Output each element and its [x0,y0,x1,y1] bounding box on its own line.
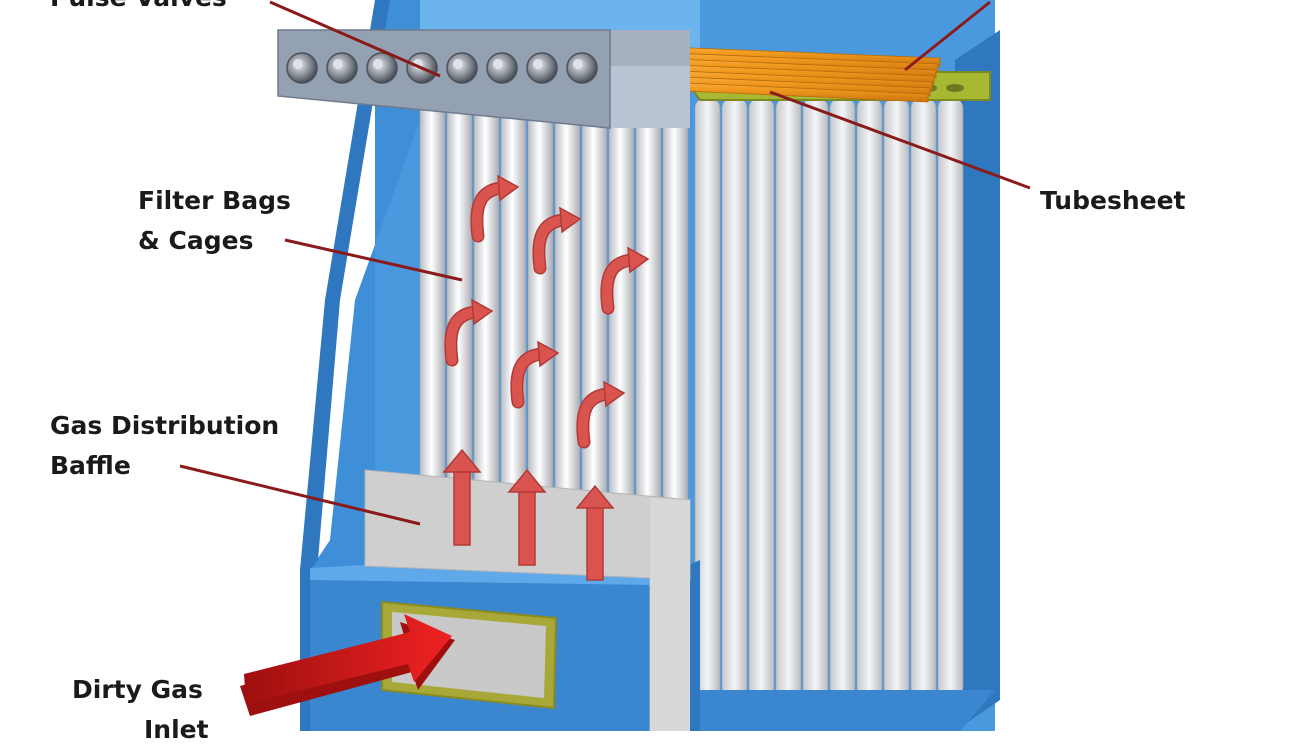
housing-right-wall [955,30,1000,731]
filter-bag [635,94,662,516]
filter-bag [721,97,748,699]
inlet-box-top [310,565,655,585]
pulse-valve-cap [333,59,343,69]
pulse-valve-icon [566,52,598,84]
label-filter-bags-line1: Filter Bags [138,186,291,215]
pulse-valve-cap [493,59,503,69]
flow-arrow [577,389,613,447]
flow-arrow-head [471,298,494,326]
filter-bag [500,94,527,516]
filter-bag [419,94,446,516]
filter-bag [829,97,856,699]
baghouse-diagram: Pulse Valves Filter Bags & Cages Tubeshe… [50,0,1186,744]
flow-arrow [601,255,637,313]
filter-bag [662,94,689,516]
label-filter-bags: Filter Bags & Cages [138,181,291,261]
filter-bags-front-row [419,94,689,516]
label-pulse-valves: Pulse Valves [50,0,227,18]
filter-bag [554,94,581,516]
pulse-valve-cap [373,59,383,69]
filter-bag [856,97,883,699]
pulse-valve-icon [366,52,398,84]
tubesheet-hole [946,84,964,92]
label-dirty-gas-inlet: Dirty Gas Inlet [72,670,209,750]
pulse-valve-icon [326,52,358,84]
flow-arrow [453,469,471,546]
label-gas-distribution-baffle: Gas Distribution Baffle [50,406,279,486]
flow-arrow-head [627,246,650,274]
pulse-valve-cap [293,59,303,69]
leader-pulse-valves [269,0,441,78]
leader-lines [179,0,1031,526]
pulse-valve-cap [533,59,543,69]
pulse-valve-icon [286,52,318,84]
label-filter-bags-line2: & Cages [138,226,254,255]
label-tubesheet: Tubesheet [1040,181,1186,221]
pulse-valve-cap [573,59,583,69]
flow-arrow-head [559,206,582,234]
filter-bag [937,97,964,699]
filter-bag [910,97,937,699]
label-gas-distribution-line1: Gas Distribution [50,411,280,440]
pulse-valve-icon [526,52,558,84]
flow-arrow [445,307,481,365]
gas-flow-arrows [442,174,650,581]
dirty-gas-inlet-arrow [240,614,455,716]
pulse-valve-icon [446,52,478,84]
pulse-valve-cap [453,59,463,69]
housing-left-wall [310,0,420,731]
label-gas-distribution-line2: Baffle [50,451,131,480]
label-dirty-gas-line1: Dirty Gas [72,675,203,704]
filter-bag [748,97,775,699]
flow-arrow [518,489,536,566]
filter-bag [775,97,802,699]
flow-arrow [511,349,547,407]
leader-tubesheet [769,90,1031,190]
flow-arrow [586,505,604,581]
filter-bag [527,94,554,516]
filter-bag [883,97,910,699]
filter-bags-back-row [694,97,964,699]
label-pulse-valves-text: Pulse Valves [50,0,227,18]
leader-blowpipes [904,0,991,72]
label-tubesheet-text: Tubesheet [1040,186,1186,215]
flow-arrow [533,215,569,273]
pulse-header-end [610,66,690,128]
housing-floor-right [700,690,995,731]
flow-arrow-head [575,484,615,509]
leader-gas-baffle [179,464,421,526]
flow-arrow-head [603,380,626,408]
label-dirty-gas-line2: Inlet [144,715,209,744]
flow-arrow-head [442,448,482,473]
flow-arrow-head [497,174,520,202]
flow-arrow-head [507,468,547,493]
leader-filter-bags [284,238,463,282]
filter-bag [802,97,829,699]
baffle-side [650,498,690,731]
flow-arrow-head [537,340,560,368]
flow-arrow [471,183,507,241]
pulse-valve-icon [486,52,518,84]
baghouse-illustration [179,0,1031,732]
pulse-header-body [277,29,611,129]
